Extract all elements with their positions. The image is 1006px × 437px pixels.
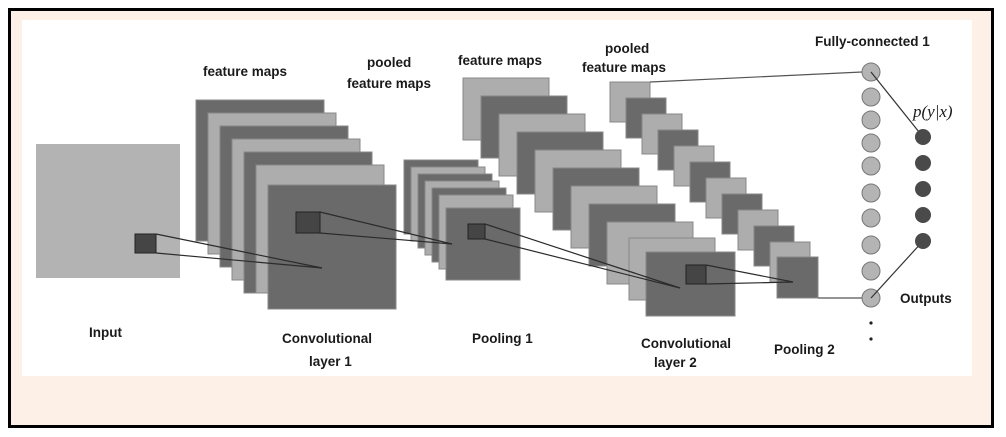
conv1-feature-maps: [195, 99, 397, 310]
pool1-map-7: [445, 207, 521, 281]
conv1-label-line2: layer 1: [309, 354, 352, 369]
conv2-label-line2: layer 2: [654, 355, 697, 370]
pool2-feature-maps: [609, 81, 819, 299]
pooling-2-label: Pooling 2: [774, 342, 835, 357]
input-label: Input: [89, 325, 122, 340]
output-node: [915, 155, 931, 171]
fc-layer: [649, 62, 881, 341]
pooling-1-label: Pooling 1: [472, 331, 533, 346]
conv1-map-7: [267, 184, 397, 310]
pooled-2-label-line2: feature maps: [582, 60, 666, 75]
conv2-kernel: [685, 264, 707, 285]
fc-node: [861, 156, 881, 176]
output-node: [915, 207, 931, 223]
ellipsis-dot: [869, 321, 873, 325]
probability-label: p(y|x): [912, 102, 953, 121]
feature-maps-1-label: feature maps: [203, 64, 287, 79]
fc-node: [861, 183, 881, 203]
pooled-2-label-line1: pooled: [605, 41, 649, 56]
conv2-label-line1: Convolutional: [641, 336, 731, 351]
pooled-1-label-line1: pooled: [367, 55, 411, 70]
conv1-label-line1: Convolutional: [282, 331, 372, 346]
feature-maps-2-label: feature maps: [458, 53, 542, 68]
output-layer: [870, 71, 931, 299]
output-node: [915, 181, 931, 197]
pooled-1-label-line2: feature maps: [347, 76, 431, 91]
outputs-label: Outputs: [900, 291, 952, 306]
pool1-feature-maps: [403, 159, 521, 281]
fully-connected-label: Fully-connected 1: [815, 34, 930, 49]
conv1-kernel: [295, 211, 321, 234]
pool1-kernel: [467, 223, 486, 240]
fc-node: [861, 261, 881, 281]
fc-node: [861, 110, 881, 130]
pool2-map-front: [776, 256, 819, 299]
ellipsis-dot: [869, 337, 873, 341]
output-node: [915, 233, 931, 249]
input-kernel: [134, 233, 157, 254]
output-node: [915, 129, 931, 145]
fc-node: [861, 87, 881, 107]
projection-lines: [155, 211, 794, 289]
input-image: [36, 144, 180, 278]
fc-node: [861, 133, 881, 153]
fc-node: [861, 235, 881, 255]
fc-node: [861, 208, 881, 228]
